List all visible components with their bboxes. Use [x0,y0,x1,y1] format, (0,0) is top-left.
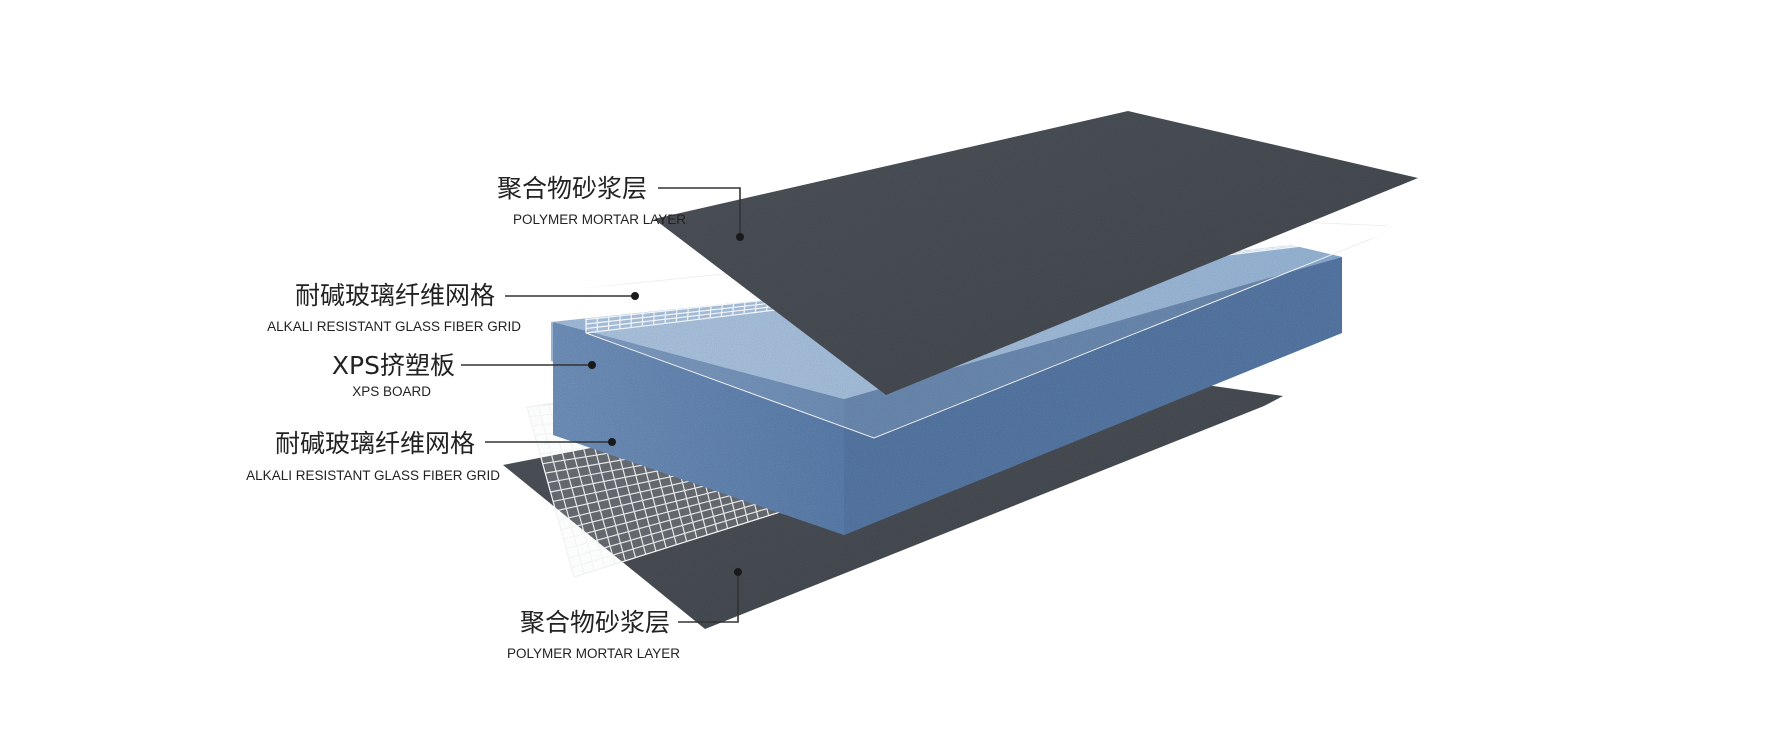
leader-dot-xps [588,361,596,369]
xps-zh: XPS挤塑板 [332,351,455,380]
bottom-mortar-en: POLYMER MORTAR LAYER [507,646,680,661]
xps-board-side [844,257,1342,535]
label-xps: XPS挤塑板 XPS BOARD [332,351,596,399]
label-bottom-mortar: 聚合物砂浆层 POLYMER MORTAR LAYER [507,568,742,661]
top-mortar-zh: 聚合物砂浆层 [497,174,647,203]
bottom-grid-zh: 耐碱玻璃纤维网格 [275,429,475,458]
bottom-grid-en: ALKALI RESISTANT GLASS FIBER GRID [246,468,500,483]
label-bottom-grid: 耐碱玻璃纤维网格 ALKALI RESISTANT GLASS FIBER GR… [246,429,616,483]
top-grid-en: ALKALI RESISTANT GLASS FIBER GRID [267,319,521,334]
leader-dot-bottom-grid [608,438,616,446]
label-top-mortar: 聚合物砂浆层 POLYMER MORTAR LAYER [497,174,744,241]
leader-dot-top-grid [631,292,639,300]
bottom-mortar-zh: 聚合物砂浆层 [520,608,670,637]
top-mortar-sheet [654,111,1418,395]
leader-dot-top-mortar [736,233,744,241]
top-grid-zh: 耐碱玻璃纤维网格 [295,281,495,310]
top-mortar-en: POLYMER MORTAR LAYER [513,212,686,227]
leader-dot-bottom-mortar [734,568,742,576]
label-top-grid: 耐碱玻璃纤维网格 ALKALI RESISTANT GLASS FIBER GR… [267,281,639,334]
xps-en: XPS BOARD [352,384,431,399]
xps-board-front [553,322,844,535]
